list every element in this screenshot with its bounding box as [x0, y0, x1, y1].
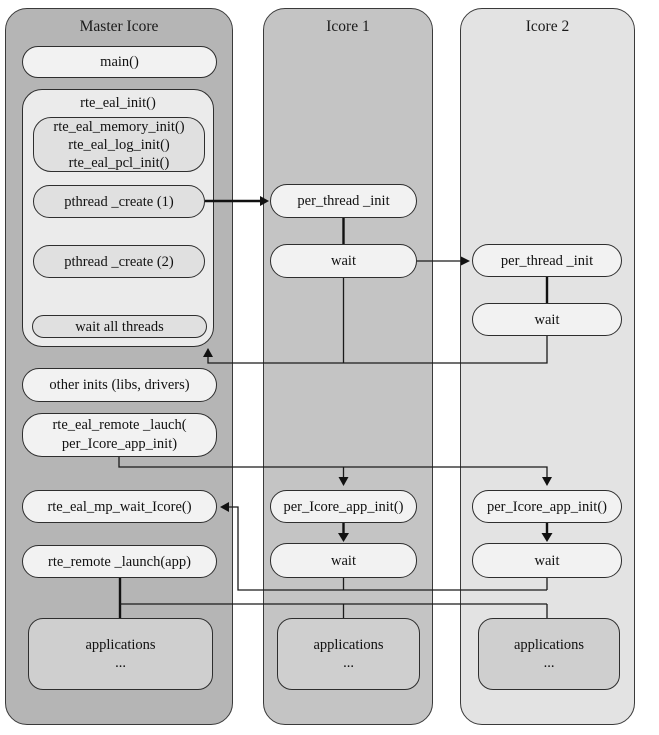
pthread-create-1-label: pthread _create (1): [64, 193, 174, 210]
wait-label: wait: [534, 552, 560, 569]
per-icore-app-init-label: per_Icore_app_init(): [283, 498, 404, 515]
wait-box-icore1-top: wait: [270, 244, 417, 278]
per-thread-init-box-icore2: per_thread _init: [472, 244, 622, 277]
wait-all-threads-label: wait all threads: [75, 318, 164, 335]
other-inits-label: other inits (libs, drivers): [49, 377, 190, 393]
applications-ellipsis: ...: [543, 655, 555, 671]
rte-eal-remote-lauch-line: per_Icore_app_init): [61, 436, 178, 452]
pthread-create-1-box: pthread _create (1): [33, 185, 205, 218]
rte-eal-mp-wait-icore-label: rte_eal_mp_wait_Icore(): [47, 498, 192, 515]
wait-box-icore1-bottom: wait: [270, 543, 417, 578]
pthread-create-2-label: pthread _create (2): [64, 253, 174, 270]
applications-box-master: applications ...: [28, 618, 213, 690]
eal-sub-init-line: rte_eal_log_init(): [68, 136, 170, 153]
applications-ellipsis: ...: [115, 655, 126, 671]
wait-label: wait: [534, 311, 560, 328]
applications-label: applications: [313, 637, 384, 653]
other-inits-box: other inits (libs, drivers): [22, 368, 217, 402]
applications-label: applications: [513, 637, 585, 653]
per-icore-app-init-label: per_Icore_app_init(): [487, 498, 607, 515]
eal-sub-init-line: rte_eal_pcl_init(): [68, 154, 170, 171]
eal-sub-init-box: rte_eal_memory_init() rte_eal_log_init()…: [33, 117, 205, 172]
per-thread-init-box-icore1: per_thread _init: [270, 184, 417, 218]
per-icore-app-init-box-icore1: per_Icore_app_init(): [270, 490, 417, 523]
icore1-column-title: Icore 1: [326, 18, 370, 35]
main-box: main(): [22, 46, 217, 78]
applications-label: applications: [85, 637, 156, 653]
master-icore-column-title: Master Icore: [79, 18, 159, 35]
rte-eal-mp-wait-icore-box: rte_eal_mp_wait_Icore(): [22, 490, 217, 523]
rte-remote-launch-app-label: rte_remote _launch(app): [48, 553, 191, 570]
icore2-column-title: Icore 2: [525, 18, 570, 35]
applications-box-icore2: applications ...: [478, 618, 620, 690]
wait-all-threads-box: wait all threads: [32, 315, 207, 338]
per-icore-app-init-box-icore2: per_Icore_app_init(): [472, 490, 622, 523]
main-box-label: main(): [100, 54, 139, 70]
pthread-create-2-box: pthread _create (2): [33, 245, 205, 278]
rte-remote-launch-app-box: rte_remote _launch(app): [22, 545, 217, 578]
wait-box-icore2-bottom: wait: [472, 543, 622, 578]
wait-label: wait: [331, 552, 356, 569]
applications-box-icore1: applications ...: [277, 618, 420, 690]
wait-box-icore2-top: wait: [472, 303, 622, 336]
rte-eal-remote-lauch-box: rte_eal_remote _lauch( per_Icore_app_ini…: [22, 413, 217, 457]
eal-sub-init-line: rte_eal_memory_init(): [53, 118, 185, 135]
rte-eal-init-label: rte_eal_init(): [80, 95, 156, 111]
wait-label: wait: [331, 253, 356, 269]
per-thread-init-label: per_thread _init: [500, 252, 594, 269]
applications-ellipsis: ...: [343, 655, 354, 671]
per-thread-init-label: per_thread _init: [297, 193, 390, 209]
rte-eal-remote-lauch-line: rte_eal_remote _lauch(: [52, 417, 187, 433]
icore1-column: Icore 1: [263, 8, 433, 725]
